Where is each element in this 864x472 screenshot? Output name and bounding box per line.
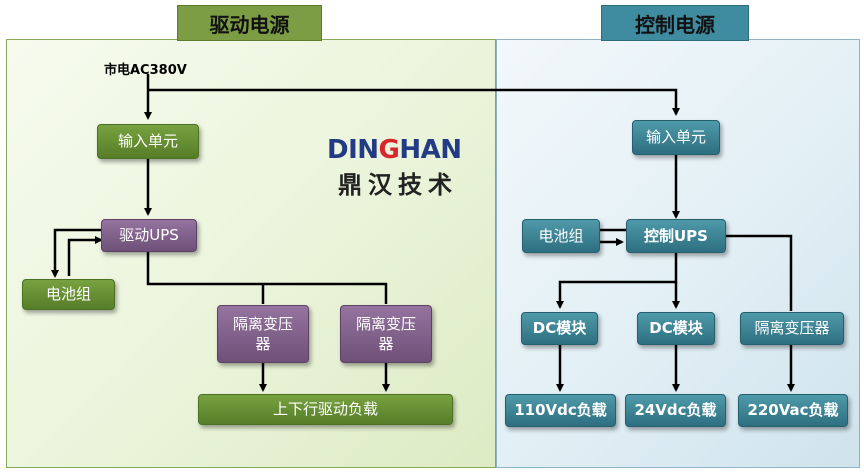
right-transformer: 隔离变压器 [740, 312, 844, 345]
left-battery: 电池组 [22, 279, 115, 310]
left-transformer-1: 隔离变压器 [217, 305, 309, 363]
left-transformer-2: 隔离变压器 [340, 305, 432, 363]
dinghan-logo-cn: 鼎汉技术 [338, 171, 458, 199]
wire-left-ups-transformers [146, 252, 388, 304]
left-drive-load: 上下行驱动负载 [198, 394, 453, 425]
logo-text-g: G [378, 135, 400, 165]
right-battery: 电池组 [522, 219, 600, 253]
drive-power-title: 驱动电源 [177, 5, 322, 41]
right-dc-module-1: DC模块 [521, 312, 598, 345]
right-control-ups: 控制UPS [626, 219, 726, 253]
dinghan-logo: DINGHAN [327, 135, 462, 165]
wire-right-ups-transformer [726, 234, 793, 311]
wire-mains-right-input [148, 88, 680, 116]
wire-left-battery-ups [67, 236, 103, 276]
wire-left-ups-battery [51, 228, 101, 278]
right-load-220vac: 220Vac负载 [738, 394, 848, 427]
logo-text-a: DIN [327, 135, 379, 165]
wire-right-ups-dc [556, 253, 678, 309]
logo-text-b: HAN [399, 135, 462, 165]
right-dc-module-2: DC模块 [637, 312, 715, 345]
left-input-unit: 输入单元 [97, 124, 199, 159]
right-load-24vdc: 24Vdc负载 [625, 394, 726, 427]
left-drive-ups: 驱动UPS [101, 219, 197, 252]
mains-label: 市电AC380V [104, 63, 187, 78]
right-input-unit: 输入单元 [632, 120, 720, 155]
control-power-title: 控制电源 [601, 5, 749, 41]
right-load-110vdc: 110Vdc负载 [505, 394, 616, 427]
